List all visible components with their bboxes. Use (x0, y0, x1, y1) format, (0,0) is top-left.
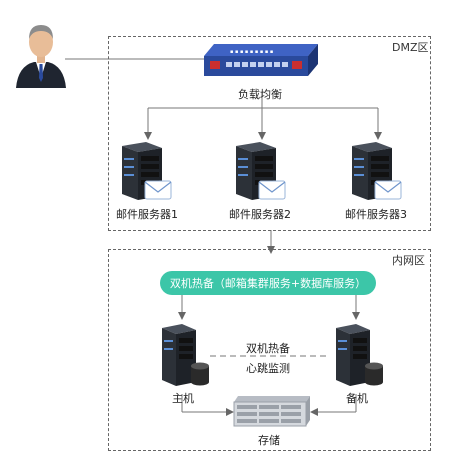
heartbeat-label-line2: 心跳监测 (246, 362, 290, 375)
server-icon (162, 324, 196, 386)
heartbeat-label-line1: 双机热备 (246, 342, 290, 355)
intranet-zone (108, 249, 431, 451)
dmz-zone (108, 36, 431, 231)
intranet-zone-label: 内网区 (392, 254, 425, 267)
mail-server-1-label: 邮件服务器1 (116, 208, 178, 221)
mail-server-1 (118, 140, 178, 200)
server-icon (352, 142, 392, 200)
mail-server-2 (232, 140, 292, 200)
dmz-zone-label: DMZ区 (392, 41, 429, 54)
mail-envelope-icon (144, 180, 172, 200)
svg-text:▪ ▪ ▪ ▪ ▪ ▪ ▪ ▪ ▪: ▪ ▪ ▪ ▪ ▪ ▪ ▪ ▪ ▪ (230, 49, 273, 55)
storage-label: 存储 (258, 434, 280, 447)
backup-host-label: 备机 (346, 392, 368, 405)
server-icon (122, 142, 162, 200)
mail-server-3-label: 邮件服务器3 (345, 208, 407, 221)
backup-host (334, 322, 386, 388)
mail-envelope-icon (258, 180, 286, 200)
hot-standby-banner: 双机热备（邮箱集群服务+数据库服务） (160, 271, 376, 295)
mail-server-2-label: 邮件服务器2 (229, 208, 291, 221)
mail-envelope-icon (374, 180, 402, 200)
database-icon (191, 362, 209, 386)
database-icon (365, 362, 383, 386)
router-icon: ▪ ▪ ▪ ▪ ▪ ▪ ▪ ▪ ▪ (204, 44, 318, 76)
storage-array-icon (233, 396, 310, 427)
mail-server-3 (348, 140, 408, 200)
user-icon (16, 25, 66, 88)
load-balancer-label: 负载均衡 (238, 88, 282, 101)
primary-host (160, 322, 212, 388)
primary-host-label: 主机 (172, 392, 194, 405)
